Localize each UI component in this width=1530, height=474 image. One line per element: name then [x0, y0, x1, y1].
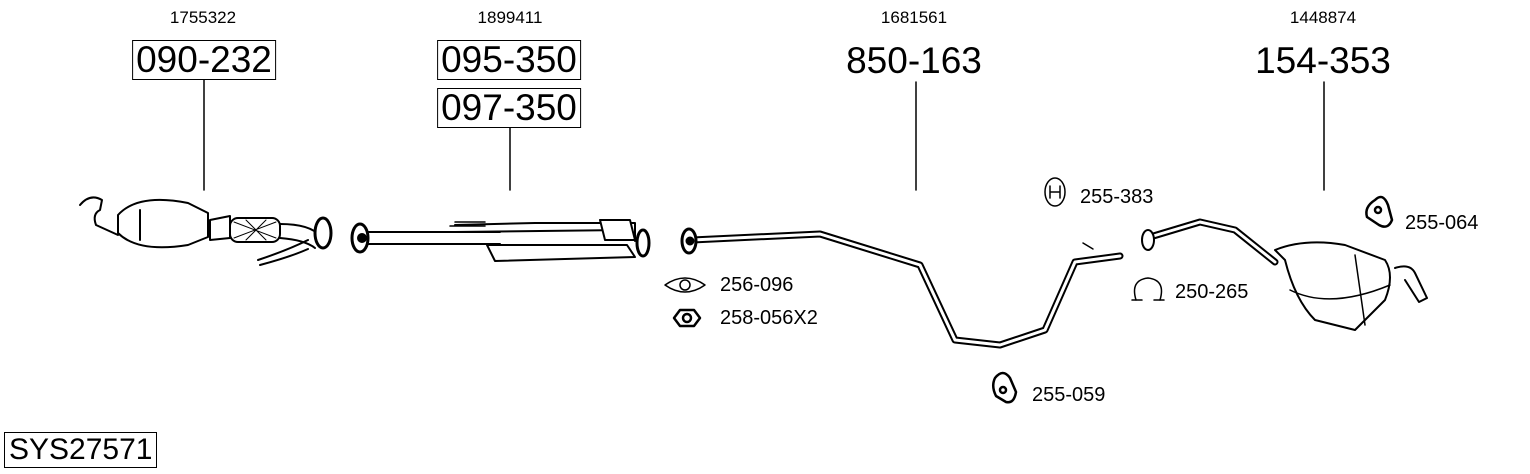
- accessory-number[interactable]: 258-056X2: [720, 307, 818, 329]
- rear-silencer: [1146, 218, 1279, 266]
- part-number-middle-pipe[interactable]: 850-163: [846, 40, 982, 81]
- part-ref: 1448874: [1289, 8, 1357, 27]
- part-ref: 1681561: [880, 8, 948, 27]
- accessory-number[interactable]: 256-096: [720, 274, 794, 296]
- pipe-clamp-icon: [1131, 277, 1165, 301]
- part-number-front-pipe[interactable]: 090-232: [132, 40, 276, 80]
- part-number-centre-silencer-alt[interactable]: 097-350: [437, 88, 581, 128]
- accessory-number[interactable]: 255-059: [1032, 384, 1106, 406]
- hex-nut-icon: [672, 308, 702, 328]
- gasket-icon: [664, 277, 706, 293]
- accessory-number[interactable]: 250-265: [1175, 281, 1249, 303]
- part-number-rear-silencer[interactable]: 154-353: [1255, 40, 1391, 81]
- rubber-mount-icon: [992, 371, 1018, 404]
- front-pipe-catalyst: [79, 196, 333, 266]
- rubber-mount-icon: [1365, 195, 1394, 228]
- accessory-number[interactable]: 255-383: [1080, 186, 1154, 208]
- system-id: SYS27571: [4, 432, 158, 468]
- part-number-centre-silencer[interactable]: 095-350: [437, 40, 581, 80]
- rubber-hanger-icon: [1044, 177, 1066, 207]
- accessory-number[interactable]: 255-064: [1405, 212, 1479, 234]
- part-ref: 1755322: [169, 8, 237, 27]
- part-ref: 1899411: [477, 8, 543, 27]
- leader-lines: [203, 79, 1325, 191]
- centre-silencer: [350, 219, 651, 262]
